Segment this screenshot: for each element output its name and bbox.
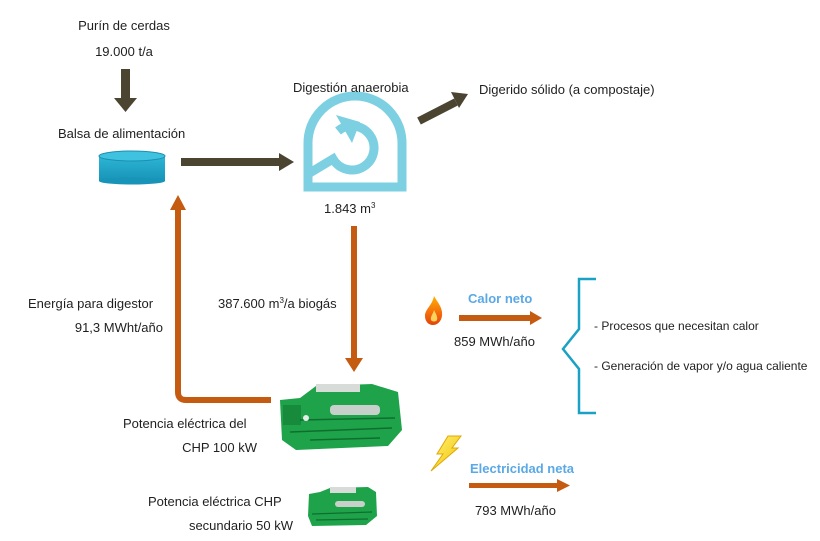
chp-secondary-line1: Potencia eléctrica CHP [148, 494, 282, 509]
electricity-arrow [469, 479, 570, 492]
electricity-title: Electricidad neta [470, 461, 575, 476]
lightning-icon [430, 435, 462, 472]
heat-title: Calor neto [468, 291, 533, 306]
tank-to-digester-arrow [181, 153, 294, 171]
chp-main-line1: Potencia eléctrica del [123, 416, 247, 431]
digester-energy-value: 91,3 MWht/año [74, 320, 163, 335]
heat-uses-brace [561, 277, 596, 415]
chp-secondary-engine-icon [308, 487, 377, 526]
digester-volume: 1.843 m3 [324, 201, 376, 216]
feed-arrow [114, 69, 137, 112]
chp-secondary-line2: secundario 50 kW [188, 518, 293, 533]
digester-energy-arrow [170, 195, 271, 403]
electricity-value: 793 MWh/año [475, 503, 556, 518]
biogas-arrow [345, 226, 363, 372]
heat-arrow [459, 311, 542, 325]
digester-icon [303, 91, 407, 192]
feed-amount: 19.000 t/a [95, 44, 153, 59]
digester-label: Digestión anaerobia [293, 80, 409, 95]
heat-use-item: - Procesos que necesitan calor [594, 319, 759, 333]
feed-title: Purín de cerdas [78, 18, 170, 33]
solid-output-label: Digerido sólido (a compostaje) [479, 82, 655, 97]
digester-energy-title: Energía para digestor [28, 296, 154, 311]
chp-main-line2: CHP 100 kW [182, 440, 257, 455]
heat-value: 859 MWh/año [454, 334, 535, 349]
flame-icon [425, 296, 443, 325]
heat-use-item: - Generación de vapor y/o agua caliente [594, 359, 808, 373]
tank-label: Balsa de alimentación [58, 126, 186, 141]
biogas-flow: 387.600 m3/a biogás [218, 296, 337, 311]
chp-main-engine-icon [280, 384, 402, 450]
solid-output-arrow [417, 92, 468, 125]
feed-tank-icon [98, 150, 166, 185]
